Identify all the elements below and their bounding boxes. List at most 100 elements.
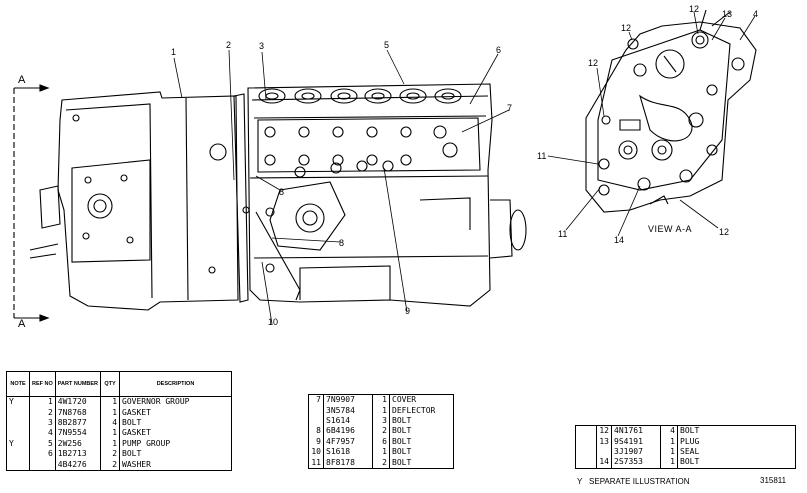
ref-cell [308, 405, 324, 416]
part-cell: 7N9554 [55, 428, 102, 439]
callout-3: 3 [259, 41, 265, 51]
footnote-text: SEPARATE ILLUSTRATION [589, 477, 690, 486]
callout-12d: 12 [719, 227, 730, 237]
note-cell [6, 407, 30, 418]
part-cell: S1614 [323, 415, 373, 427]
desc-cell: BOLT [392, 436, 412, 446]
callout-8a: 8 [279, 187, 285, 197]
callout-4: 4 [753, 9, 759, 19]
view-leader-lines [547, 11, 756, 237]
part-cell: 1B2713 [55, 448, 102, 460]
part-cell: 2S7353 [611, 457, 661, 469]
note-cell: Y [6, 438, 30, 449]
footnote: Y SEPARATE ILLUSTRATION [577, 477, 689, 486]
desc-cell: PLUG [680, 436, 700, 446]
callout-9: 9 [405, 306, 411, 316]
desc-cell: BOLT [392, 447, 412, 457]
callout-7: 7 [507, 103, 513, 113]
side-cover [257, 117, 481, 173]
qty-cell: 4 [660, 425, 678, 437]
parts-table-1: NOTE REF NO PART NUMBER QTY DESCRIPTION … [6, 371, 232, 471]
pump-body [247, 83, 493, 307]
ref-cell: 1 [29, 396, 56, 408]
qty-cell: 1 [660, 457, 678, 469]
desc-cell: COVER [392, 395, 417, 405]
ref-cell [29, 459, 56, 471]
part-cell: 7N9907 [323, 394, 373, 406]
ref-cell: 5 [29, 438, 56, 449]
desc-cell: BOLT [392, 415, 412, 425]
callout-10: 10 [268, 317, 279, 327]
part-cell: 7N8768 [55, 407, 102, 418]
desc-cell: GASKET [122, 407, 151, 417]
qty-cell: 1 [100, 438, 121, 449]
ref-cell: 4 [29, 428, 56, 439]
section-line-a-a [13, 84, 50, 322]
part-cell: S1618 [323, 446, 373, 458]
callout-2: 2 [226, 40, 232, 50]
desc-cell: GASKET [122, 428, 151, 438]
callout-5: 5 [384, 40, 390, 50]
note-cell [6, 459, 30, 471]
qty-cell: 3 [372, 415, 390, 427]
callout-12a: 12 [621, 23, 632, 33]
note-cell [575, 446, 597, 458]
outlet-fittings [258, 88, 462, 104]
ref-cell: 6 [29, 448, 56, 460]
note-cell [6, 417, 30, 429]
callout-6: 6 [496, 45, 502, 55]
desc-cell: BOLT [122, 449, 142, 459]
gasket-outline [233, 93, 249, 303]
ref-cell: 12 [596, 425, 612, 437]
ref-cell [596, 446, 612, 458]
part-cell: 8B2877 [55, 417, 102, 429]
qty-cell: 1 [100, 428, 121, 439]
part-cell: 4W1720 [55, 396, 102, 408]
header-qty: QTY [100, 371, 121, 397]
illustration-number: 315811 [760, 476, 787, 485]
desc-cell: DEFLECTOR [392, 405, 436, 415]
header-part: PART NUMBER [55, 371, 102, 397]
ref-cell: 2 [29, 407, 56, 418]
desc-cell: BOLT [122, 417, 142, 427]
part-cell: 4F7957 [323, 436, 373, 447]
callout-11a: 11 [537, 151, 547, 161]
ref-cell: 11 [308, 457, 324, 469]
callout-14: 14 [614, 235, 625, 245]
ref-cell: 3 [29, 417, 56, 429]
desc-cell: BOLT [392, 457, 412, 467]
ref-cell: 8 [308, 426, 324, 437]
ref-cell [308, 415, 324, 427]
callout-13: 13 [722, 9, 733, 19]
part-cell: 8F8178 [323, 457, 373, 469]
ref-cell: 10 [308, 446, 324, 458]
qty-cell: 2 [372, 457, 390, 469]
bolt-pattern [255, 160, 471, 301]
qty-cell: 1 [660, 436, 678, 447]
qty-cell: 1 [372, 394, 390, 406]
note-cell [575, 425, 597, 437]
note-cell: Y [6, 396, 30, 408]
section-letter-top: A [18, 74, 26, 86]
part-cell: 2W256 [55, 438, 102, 449]
qty-cell: 1 [100, 396, 121, 408]
part-cell: 4N1761 [611, 425, 661, 437]
desc-cell: PUMP GROUP [122, 438, 171, 448]
qty-cell: 1 [372, 446, 390, 458]
part-cell: 3J1907 [611, 446, 661, 458]
